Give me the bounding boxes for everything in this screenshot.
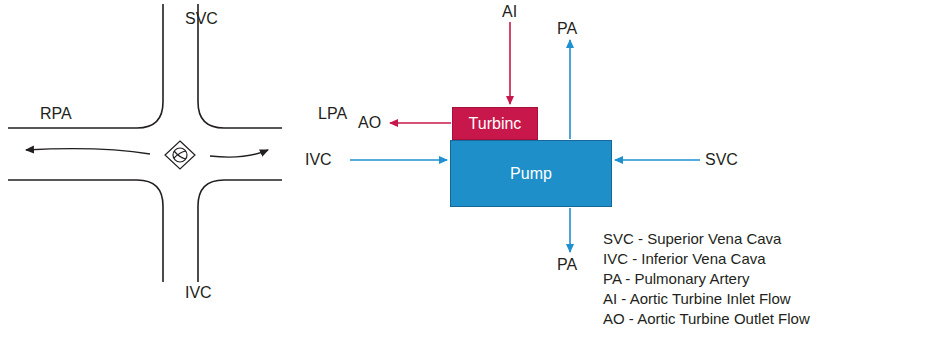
- key-entry: IVC - Inferior Vena Cava: [603, 250, 766, 268]
- vessel-label: SVC: [705, 151, 738, 169]
- turbine-box: Turbinc: [452, 107, 538, 140]
- vessel-label: SVC: [185, 10, 218, 28]
- vessel-label: LPA: [318, 105, 347, 123]
- flow-arrows: [26, 149, 268, 157]
- vessel-label: IVC: [305, 151, 332, 169]
- vessel-label: PA: [557, 20, 577, 38]
- key-entry: SVC - Superior Vena Cava: [603, 230, 781, 248]
- box-label: Turbinc: [469, 115, 522, 133]
- vessel-label: AI: [502, 3, 517, 21]
- vessel-label: PA: [557, 256, 577, 274]
- vessel-label: AO: [358, 114, 381, 132]
- vessel-label: RPA: [40, 105, 72, 123]
- pump-box: Pump: [450, 140, 612, 207]
- key-entry: PA - Pulmonary Artery: [603, 270, 749, 288]
- flow-lines: [350, 22, 700, 252]
- pump-symbol: [165, 141, 195, 169]
- vessel-junction: [8, 4, 282, 282]
- vessel-label: IVC: [185, 284, 212, 302]
- box-label: Pump: [510, 165, 552, 183]
- key-entry: AO - Aortic Turbine Outlet Flow: [603, 310, 810, 328]
- key-entry: AI - Aortic Turbine Inlet Flow: [603, 290, 791, 308]
